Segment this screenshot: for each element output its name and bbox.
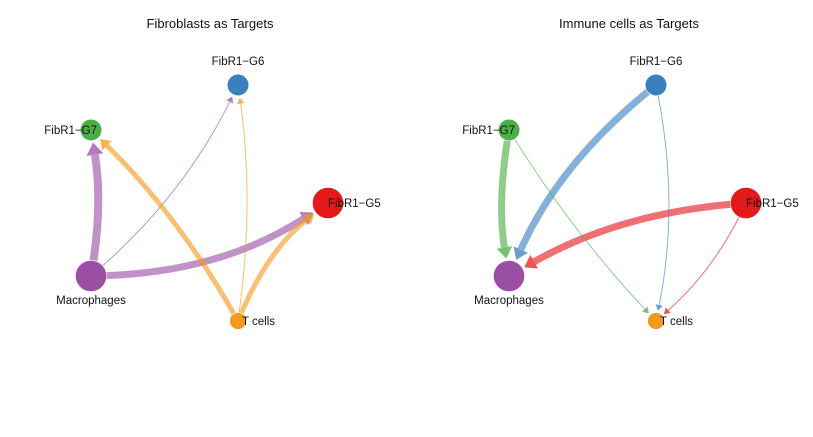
node-fibr1-g6	[644, 73, 668, 97]
panel-title: Fibroblasts as Targets	[147, 16, 274, 31]
edge-fibr1-g6-to-macrophages-arrowhead	[513, 246, 528, 260]
node-fibr1-g6	[226, 73, 250, 97]
node-fibr1-g5	[312, 187, 344, 219]
edge-macrophages-to-fibr1-g7-arrowhead	[86, 142, 104, 156]
edge-macrophages-to-fibr1-g7	[88, 154, 103, 268]
node-label-t-cells: T cells	[242, 316, 275, 328]
node-macrophages	[75, 260, 107, 292]
edge-t-cells-to-fibr1-g5	[237, 217, 309, 318]
edge-macrophages-to-fibr1-g5	[100, 215, 306, 280]
node-label-fibr1-g6: FibR1−G6	[212, 56, 265, 68]
edge-t-cells-to-fibr1-g7-arrowhead	[100, 139, 112, 151]
edge-macrophages-to-fibr1-g6	[97, 101, 231, 271]
panel-title: Immune cells as Targets	[559, 16, 699, 31]
node-label-t-cells: T cells	[660, 316, 693, 328]
edge-fibr1-g5-to-t-cells-arrowhead	[663, 307, 671, 315]
node-label-fibr1-g7: FibR1−G7	[44, 125, 97, 137]
edge-group	[86, 96, 315, 318]
edge-macrophages-to-fibr1-g6-arrowhead	[226, 96, 233, 104]
node-label-fibr1-g5: FibR1−G5	[328, 198, 381, 210]
node-t-cells	[647, 312, 665, 330]
edge-t-cells-to-fibr1-g5-arrowhead	[302, 213, 315, 225]
edge-fibr1-g7-to-macrophages-arrowhead	[496, 246, 513, 259]
node-label-fibr1-g6: FibR1−G6	[630, 56, 683, 68]
node-label-macrophages: Macrophages	[56, 295, 126, 307]
node-macrophages	[493, 260, 525, 292]
node-t-cells	[229, 312, 247, 330]
edge-t-cells-to-fibr1-g7	[105, 143, 238, 318]
node-fibr1-g7	[497, 118, 521, 142]
edge-t-cells-to-fibr1-g6-arrowhead	[236, 97, 245, 104]
fibroblasts-as-targets-panel: Fibroblasts as Targets FibR1−G6FibR1−G7F…	[44, 16, 381, 330]
node-fibr1-g5	[730, 187, 762, 219]
edge-fibr1-g6-to-macrophages	[517, 86, 654, 252]
node-label-fibr1-g7: FibR1−G7	[462, 125, 515, 137]
edge-fibr1-g7-to-macrophages	[498, 135, 512, 249]
node-label-macrophages: Macrophages	[474, 295, 544, 307]
immune-cells-as-targets-panel: Immune cells as Targets FibR1−G6FibR1−G7…	[462, 16, 799, 330]
node-fibr1-g7	[79, 118, 103, 142]
edge-fibr1-g7-to-t-cells	[511, 135, 646, 310]
edge-fibr1-g7-to-t-cells-arrowhead	[642, 306, 649, 314]
edge-fibr1-g6-to-t-cells	[656, 91, 670, 306]
edge-fibr1-g6-to-t-cells-arrowhead	[655, 304, 663, 311]
node-label-fibr1-g5: FibR1−G5	[746, 198, 799, 210]
edge-group	[496, 86, 743, 315]
edge-t-cells-to-fibr1-g6	[238, 103, 248, 317]
edge-fibr1-g5-to-macrophages	[532, 200, 737, 265]
edge-fibr1-g5-to-macrophages-arrowhead	[524, 254, 538, 269]
edge-fibr1-g5-to-t-cells	[667, 211, 743, 311]
